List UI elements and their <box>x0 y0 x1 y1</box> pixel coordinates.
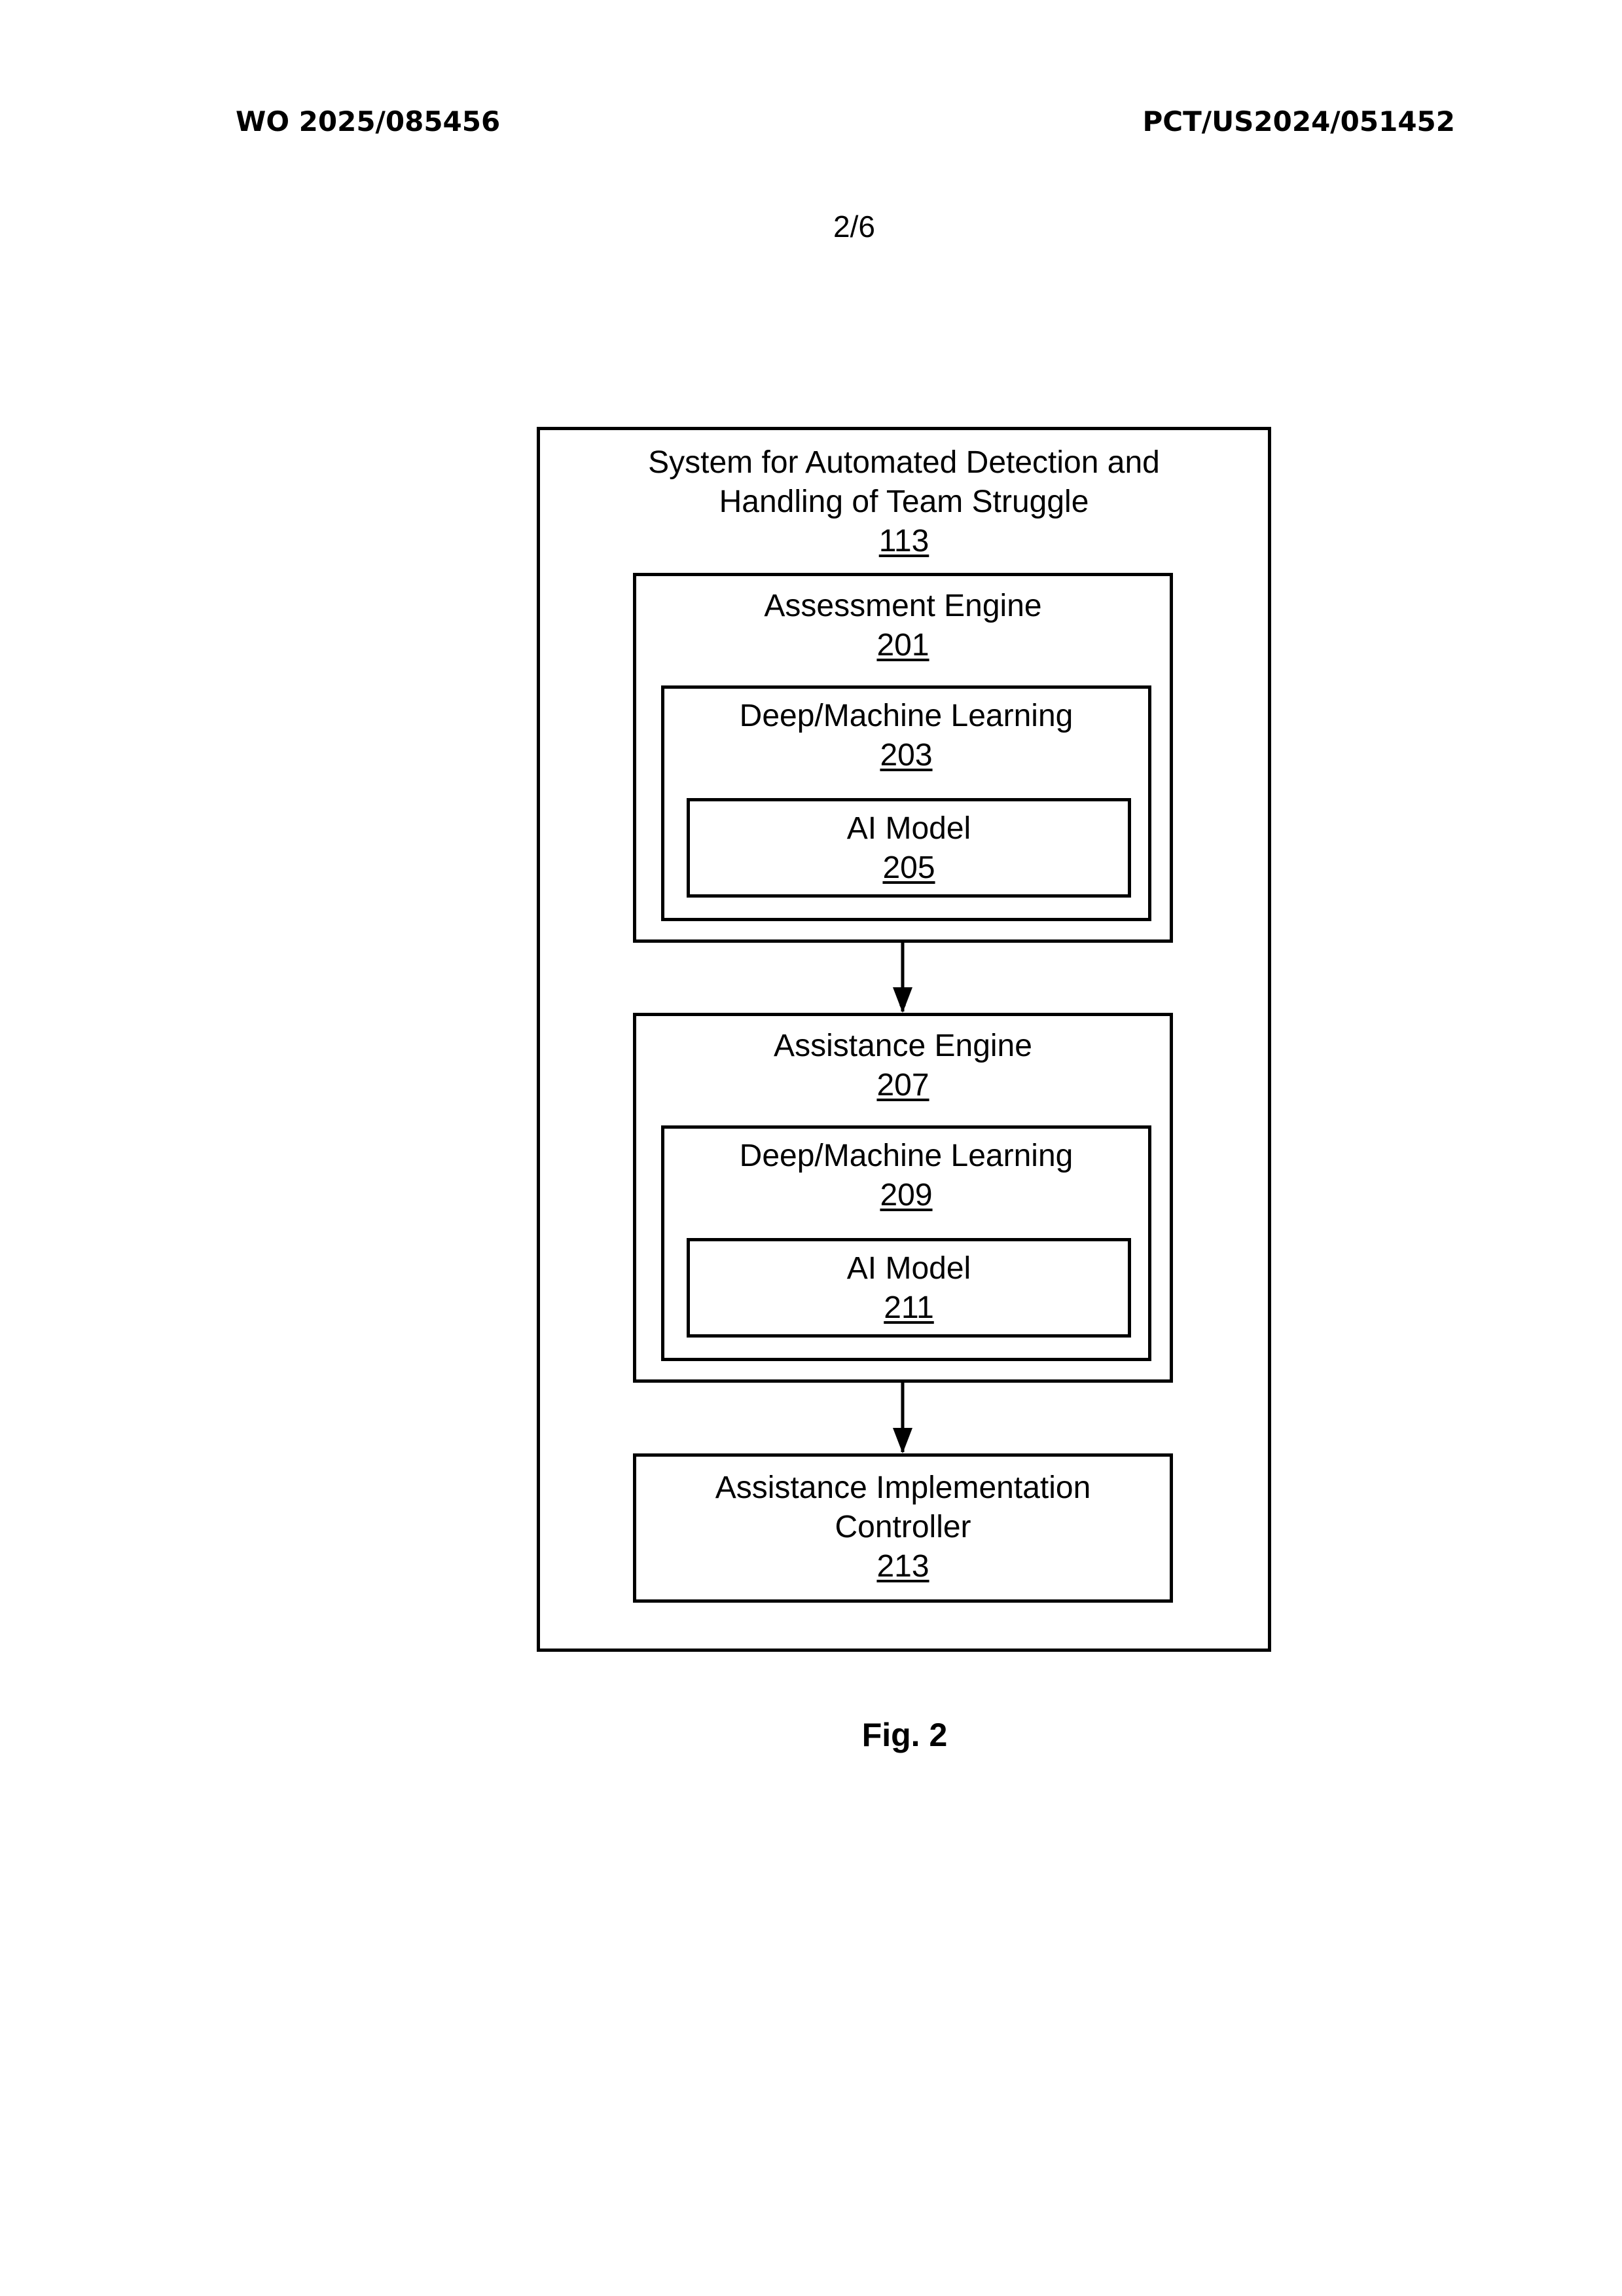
sheet-number: 2/6 <box>833 210 875 244</box>
system-label: System for Automated Detection and Handl… <box>540 443 1268 561</box>
assessment-learning-ref: 203 <box>880 738 933 773</box>
system-title-line2: Handling of Team Struggle <box>719 484 1089 519</box>
assistance-model-ref: 211 <box>884 1290 934 1325</box>
assessment-learning-title: Deep/Machine Learning <box>739 699 1073 733</box>
assistance-engine-label: Assistance Engine 207 <box>636 1027 1170 1105</box>
assessment-model-box: AI Model 205 <box>687 798 1131 898</box>
controller-label: Assistance Implementation Controller 213 <box>636 1468 1170 1586</box>
assistance-learning-label: Deep/Machine Learning 209 <box>664 1137 1148 1215</box>
application-number: PCT/US2024/051452 <box>1142 105 1455 137</box>
assistance-model-label: AI Model 211 <box>690 1249 1128 1328</box>
assessment-model-title: AI Model <box>846 811 971 846</box>
assessment-learning-box: Deep/Machine Learning 203 AI Model 205 <box>661 685 1151 921</box>
assessment-model-ref: 205 <box>882 850 935 885</box>
assistance-learning-ref: 209 <box>880 1178 933 1212</box>
assistance-engine-box: Assistance Engine 207 Deep/Machine Learn… <box>633 1013 1173 1383</box>
controller-ref: 213 <box>876 1549 929 1584</box>
figure-caption: Fig. 2 <box>861 1717 948 1753</box>
assessment-engine-box: Assessment Engine 201 Deep/Machine Learn… <box>633 573 1173 943</box>
assessment-engine-label: Assessment Engine 201 <box>636 587 1170 665</box>
publication-number: WO 2025/085456 <box>236 105 501 137</box>
assistance-learning-title: Deep/Machine Learning <box>739 1139 1073 1173</box>
assistance-learning-box: Deep/Machine Learning 209 AI Model 211 <box>661 1125 1151 1361</box>
arrowhead-assessment-to-assistance <box>893 987 912 1013</box>
assistance-engine-ref: 207 <box>876 1068 929 1102</box>
controller-box: Assistance Implementation Controller 213 <box>633 1453 1173 1603</box>
assistance-model-box: AI Model 211 <box>687 1238 1131 1338</box>
controller-title-line1: Assistance Implementation <box>715 1470 1091 1505</box>
assessment-model-label: AI Model 205 <box>690 809 1128 888</box>
assistance-engine-title: Assistance Engine <box>774 1029 1032 1063</box>
system-ref: 113 <box>878 524 929 558</box>
assessment-engine-ref: 201 <box>876 628 929 663</box>
system-title-line1: System for Automated Detection and <box>648 445 1160 480</box>
controller-title-line2: Controller <box>835 1510 971 1544</box>
arrowhead-assistance-to-controller <box>893 1428 912 1453</box>
assessment-engine-title: Assessment Engine <box>764 589 1042 623</box>
assessment-learning-label: Deep/Machine Learning 203 <box>664 697 1148 775</box>
assistance-model-title: AI Model <box>846 1251 971 1286</box>
